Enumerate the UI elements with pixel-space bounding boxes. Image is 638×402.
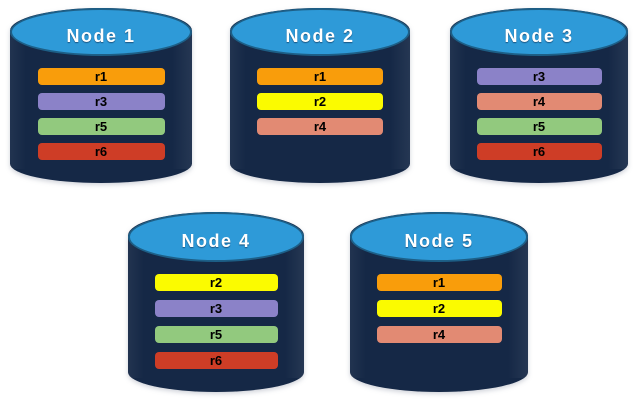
node-cylinder[interactable]: Node 2 r1 r2 r4 bbox=[230, 8, 410, 183]
node-cylinder[interactable]: Node 4 r2 r3 r5 r6 bbox=[128, 212, 304, 392]
record-bar[interactable]: r1 bbox=[37, 68, 165, 85]
record-list: r1 r2 r4 bbox=[350, 274, 528, 352]
record-list: r1 r2 r4 bbox=[230, 68, 410, 143]
record-bar[interactable]: r1 bbox=[257, 68, 383, 85]
cylinder-top-ellipse bbox=[10, 8, 192, 57]
cylinder-top-ellipse bbox=[350, 212, 528, 262]
record-bar[interactable]: r6 bbox=[476, 143, 602, 160]
record-bar[interactable]: r3 bbox=[37, 93, 165, 110]
record-bar[interactable]: r2 bbox=[376, 300, 502, 317]
record-bar[interactable]: r5 bbox=[37, 118, 165, 135]
record-bar[interactable]: r2 bbox=[257, 93, 383, 110]
record-bar[interactable]: r6 bbox=[154, 352, 278, 369]
record-bar[interactable]: r6 bbox=[37, 143, 165, 160]
cylinder-top-ellipse bbox=[230, 8, 410, 57]
record-bar[interactable]: r3 bbox=[476, 68, 602, 85]
node-label: Node 1 bbox=[66, 26, 136, 46]
record-bar[interactable]: r4 bbox=[476, 93, 602, 110]
node-cylinder[interactable]: Node 5 r1 r2 r4 bbox=[350, 212, 528, 392]
cylinder-top-ellipse bbox=[128, 212, 304, 262]
record-bar[interactable]: r1 bbox=[376, 274, 502, 291]
record-bar[interactable]: r5 bbox=[154, 326, 278, 343]
record-list: r3 r4 r5 r6 bbox=[450, 68, 628, 168]
record-bar[interactable]: r3 bbox=[154, 300, 278, 317]
record-list: r1 r3 r5 r6 bbox=[10, 68, 192, 168]
record-bar[interactable]: r4 bbox=[376, 326, 502, 343]
node-label: Node 3 bbox=[504, 26, 574, 46]
node-label: Node 5 bbox=[404, 231, 474, 251]
node-cylinder[interactable]: Node 1 r1 r3 r5 r6 bbox=[10, 8, 192, 183]
node-label: Node 2 bbox=[285, 26, 355, 46]
record-bar[interactable]: r4 bbox=[257, 118, 383, 135]
record-list: r2 r3 r5 r6 bbox=[128, 274, 304, 378]
record-bar[interactable]: r5 bbox=[476, 118, 602, 135]
node-cylinder[interactable]: Node 3 r3 r4 r5 r6 bbox=[450, 8, 628, 183]
record-bar[interactable]: r2 bbox=[154, 274, 278, 291]
cylinder-top-ellipse bbox=[450, 8, 628, 57]
node-label: Node 4 bbox=[181, 231, 251, 251]
